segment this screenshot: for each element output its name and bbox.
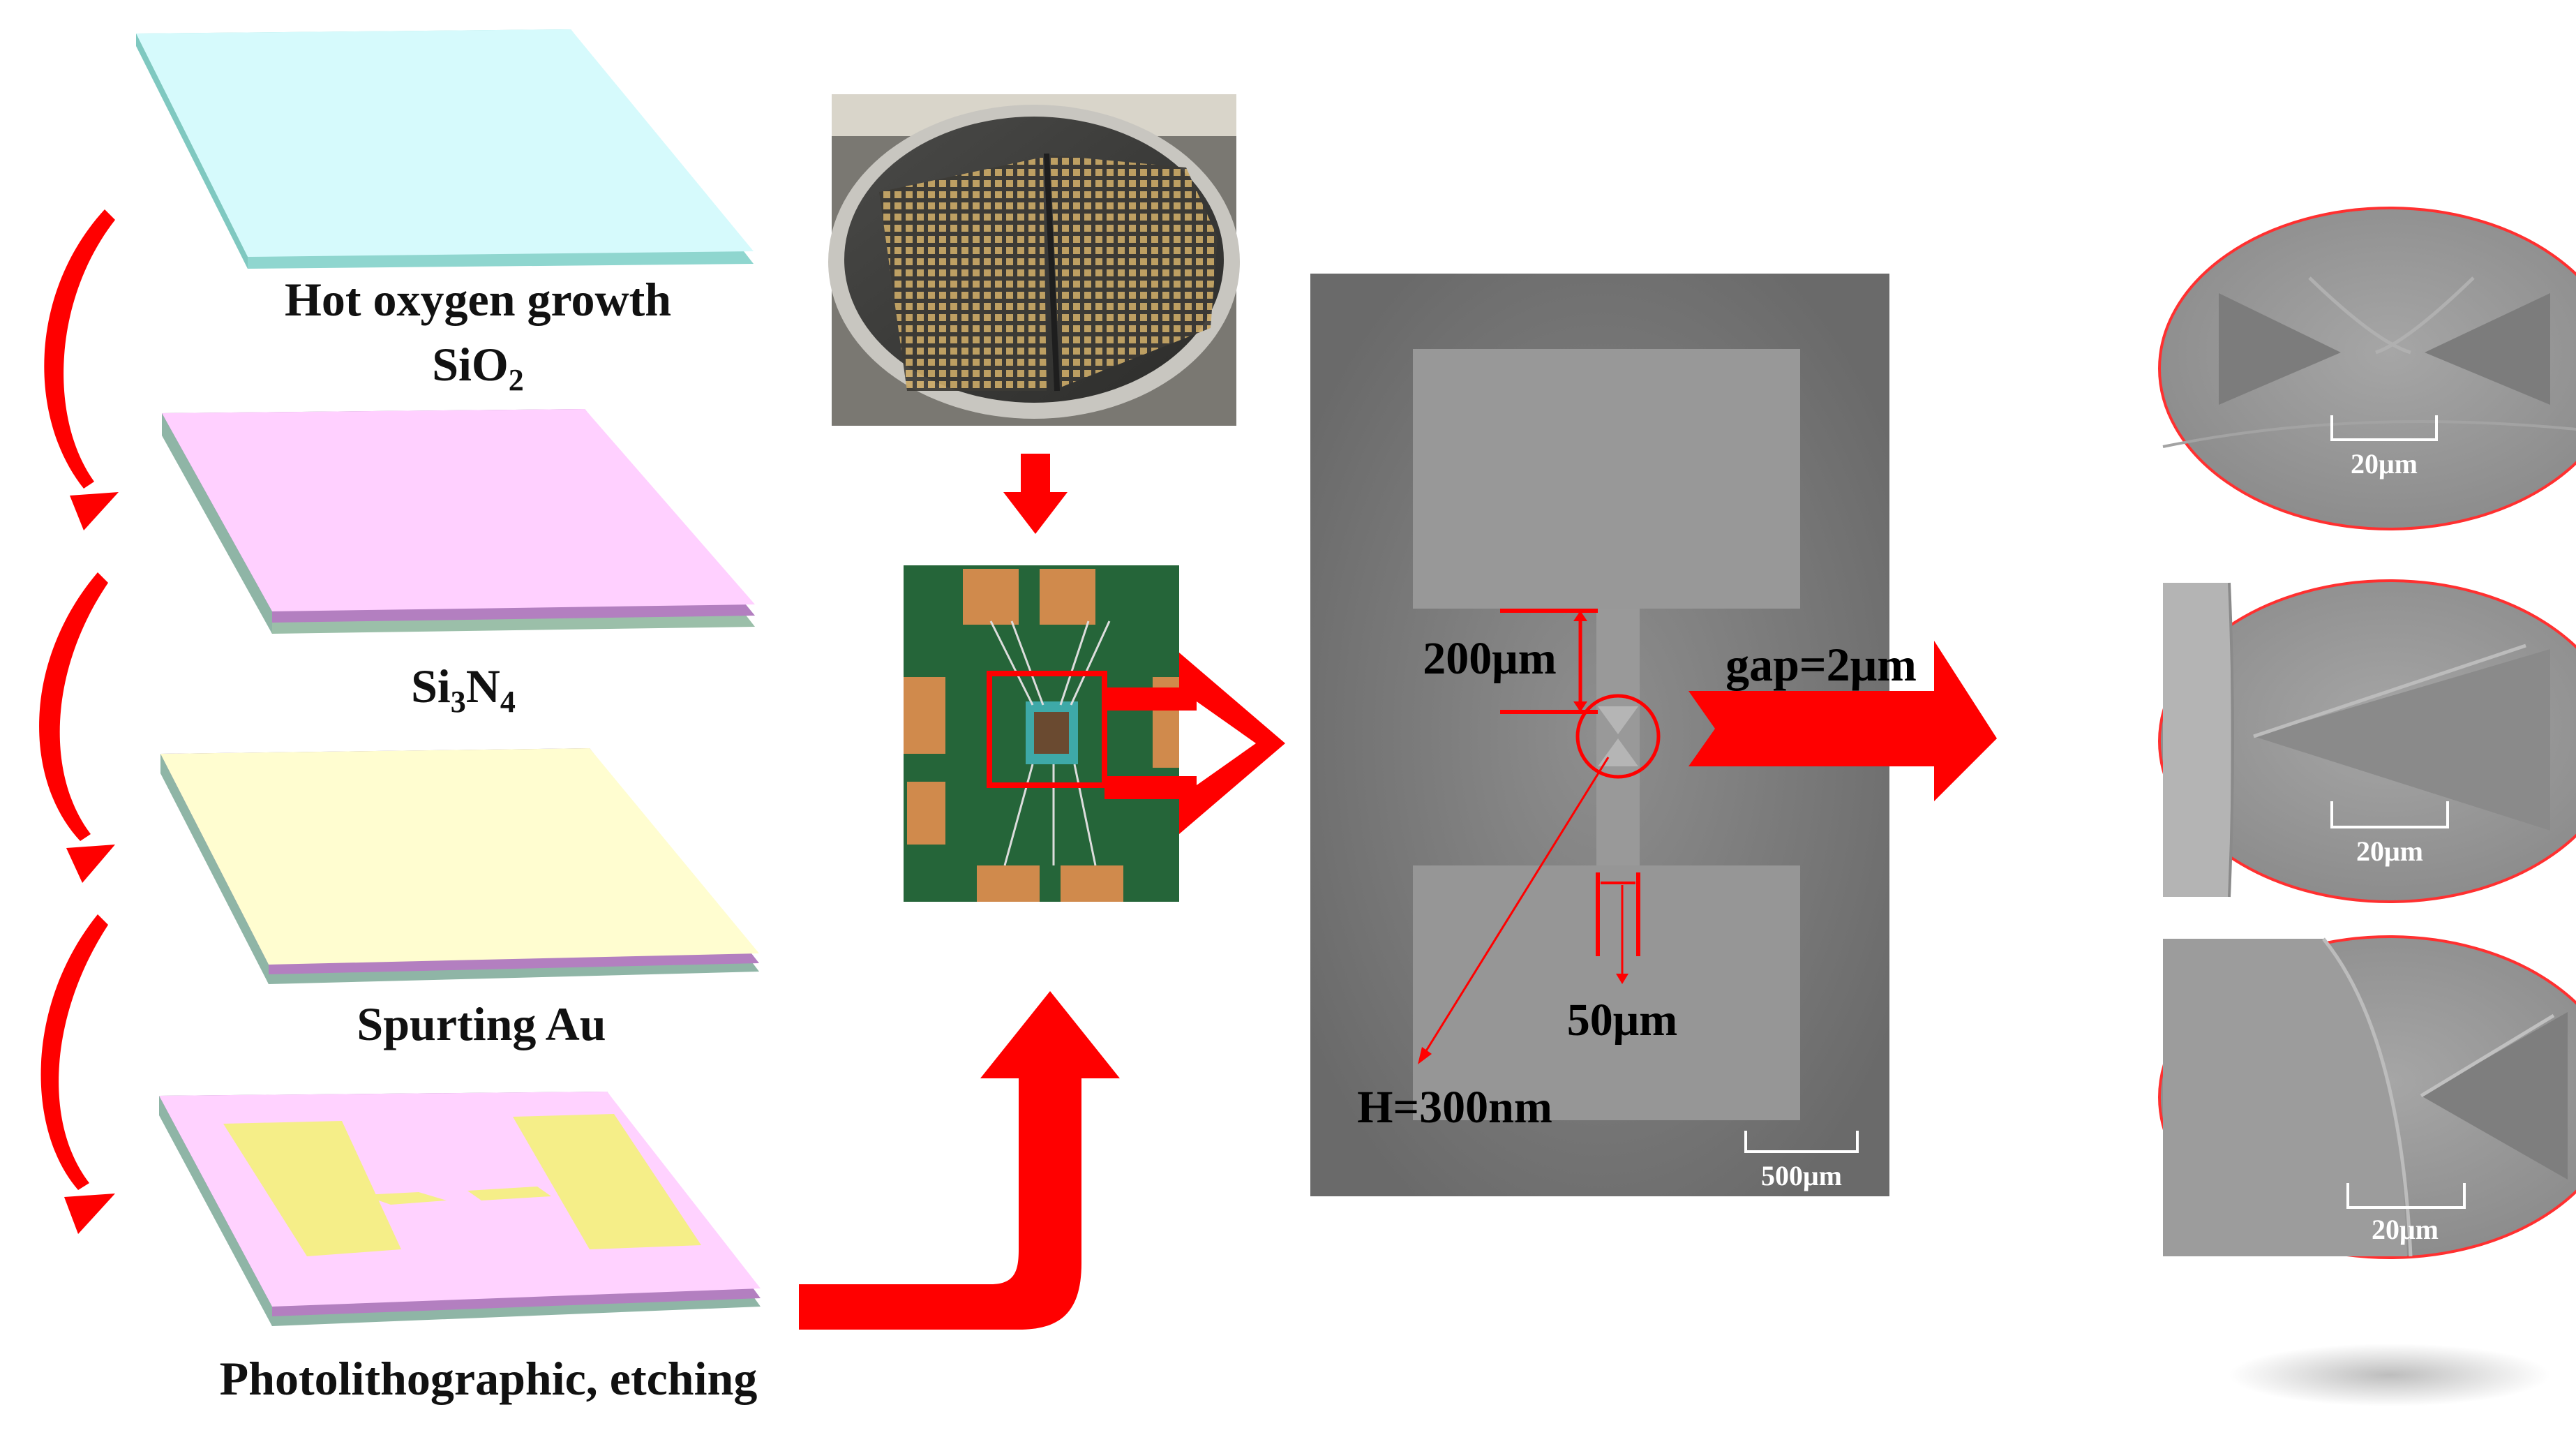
curved-arrow-2-head [66,845,115,883]
oval-shadow [2229,1344,2550,1406]
hollow-arrow [1104,653,1285,834]
curved-arrows-left [39,209,119,1234]
layer-sio2-top [136,29,754,257]
zoom-oval-1 [2158,207,2576,530]
layer-si3n4 [162,409,755,634]
curved-arrow-3-head [64,1194,115,1234]
bridge-left [363,1192,447,1205]
bridge-right [467,1187,551,1200]
sem-pad-bottom [1413,865,1800,1120]
chip-photo [904,565,1179,902]
curved-arrow-3 [40,914,108,1190]
sem-scale-label: 500μm [1761,1160,1842,1191]
sem-pad-top [1413,349,1800,609]
gap-arrow [1688,641,1997,801]
layer-sio2 [136,29,754,269]
step-1-formula: SiO2 [432,338,524,397]
zoom-2-scale: 20μm [2356,835,2423,867]
step-2-formula: Si3N4 [411,660,516,719]
step-1-label: Hot oxygen growth [285,273,671,326]
curved-arrow-1 [44,209,115,489]
zoom-oval-3 [2158,935,2576,1259]
zoom-1-scale: 20μm [2351,448,2418,479]
step-4-label: Photolithographic, etching [220,1352,758,1405]
sem-width-label: 50μm [1567,995,1677,1046]
sem-length-label: 200μm [1423,633,1556,684]
step-3-label: Spurting Au [357,997,606,1050]
curved-arrow-1-head [70,492,119,530]
zoom-oval-2 [2158,579,2576,903]
layer-patterned [159,1092,761,1326]
layer-au-top [160,748,759,965]
down-arrow [1003,454,1068,534]
electrode-right [513,1114,701,1249]
layer-au [160,748,759,984]
curved-arrow-2 [39,572,108,841]
wafer-photo [828,94,1240,426]
gap-circle [1575,694,1661,779]
sem-height-label: H=300nm [1357,1082,1552,1133]
electrode-left [223,1121,401,1256]
layer-si3n4-top [162,409,755,611]
sem-scale-bar [1744,1131,1859,1153]
sem-strip [1596,609,1640,865]
gap-label: gap=2μm [1725,638,1917,691]
zoom-3-scale: 20μm [2372,1214,2439,1245]
bend-arrow [799,991,1120,1330]
